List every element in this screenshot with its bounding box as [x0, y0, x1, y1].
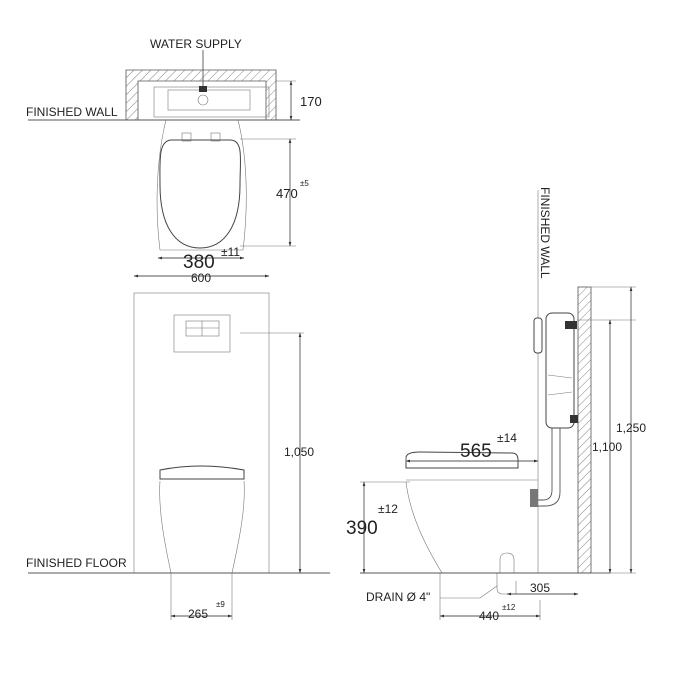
dim-frame-width: 600 — [191, 271, 211, 285]
dim-supply-height: 1,100 — [592, 440, 622, 454]
flush-plate — [173, 314, 231, 353]
supply-valve — [197, 94, 209, 106]
dim-drain-to-front: 440 — [479, 609, 499, 623]
dim-frame-height: 1,050 — [284, 445, 314, 459]
finished-floor-label: FINISHED FLOOR — [26, 556, 127, 570]
toilet-seat-plan — [159, 139, 242, 249]
cistern-frame-plan — [153, 86, 270, 118]
hinge-right — [210, 132, 221, 142]
bowl-curve-side — [405, 481, 443, 574]
supply-connector — [565, 321, 577, 329]
dim-side-length-tol: ±14 — [497, 431, 517, 445]
dim-seat-width: 380 — [183, 252, 215, 273]
dim-frame-total-height: 1,250 — [616, 421, 646, 435]
flush-buttons — [185, 320, 220, 337]
wall-hatch-side — [577, 286, 592, 574]
wall-recess-hatch — [125, 69, 277, 121]
side-view: FINISHED WALL 565 ±14 390 ±12 DRAIN Ø — [346, 187, 646, 623]
water-supply-label: WATER SUPPLY — [150, 37, 242, 51]
dim-side-length: 565 — [460, 441, 492, 462]
dim-plan-depth: 170 — [300, 94, 322, 109]
flush-pipe — [537, 428, 553, 501]
cistern-side — [545, 312, 575, 429]
hinge-left — [181, 132, 192, 142]
dim-seat-length: 470 — [276, 186, 298, 201]
dim-seat-width-tol: ±11 — [221, 245, 240, 259]
finished-wall-label: FINISHED WALL — [26, 105, 118, 119]
frame-outline — [133, 292, 270, 574]
dim-seat-length-tol: ±5 — [300, 179, 309, 188]
flush-plate-side — [533, 317, 543, 354]
finished-wall-side-label: FINISHED WALL — [538, 187, 552, 279]
dim-base-width: 265 — [188, 607, 208, 621]
dim-drain-to-front-tol: ±12 — [502, 603, 516, 612]
seat-lid-front — [159, 465, 245, 480]
bowl-outline-plan — [156, 119, 247, 251]
drain-bracket — [499, 552, 515, 573]
pipe-connector — [530, 489, 538, 507]
drain-leader — [440, 585, 498, 599]
front-view: 600 1,050 FINISHED FLOOR 265 ±9 — [26, 271, 330, 621]
drain-pipe — [496, 573, 517, 595]
dim-seat-height-tol: ±12 — [378, 502, 398, 516]
dim-base-width-tol: ±9 — [216, 600, 225, 609]
plan-view: WATER SUPPLY FINISHED WALL 170 470 ±5 38… — [26, 37, 322, 273]
drain-label: DRAIN Ø 4" — [366, 590, 430, 604]
dim-drain-offset: 305 — [530, 581, 550, 595]
bowl-front — [159, 480, 245, 574]
dim-seat-height: 390 — [346, 518, 378, 539]
